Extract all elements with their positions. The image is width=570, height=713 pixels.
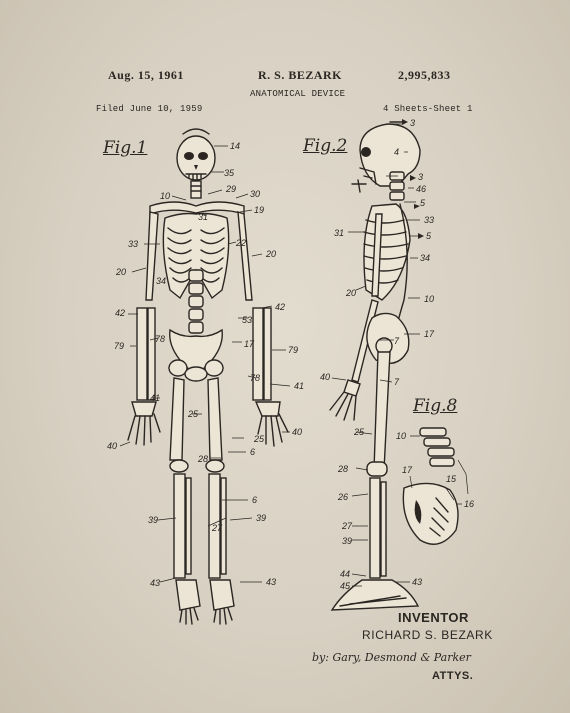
fig2-label-4: 4 bbox=[394, 147, 400, 157]
fig2-label-3: 3 bbox=[418, 172, 424, 182]
attys-label: ATTYS. bbox=[432, 670, 474, 682]
fig2-label-25: 25 bbox=[354, 427, 365, 437]
fig8-label-17: 17 bbox=[402, 465, 413, 475]
fig1-label-39-left: 39 bbox=[148, 515, 159, 525]
patent-number: 2,995,833 bbox=[398, 68, 451, 82]
fig8-label-16: 16 bbox=[464, 499, 475, 509]
fig2-label-26: 26 bbox=[338, 492, 349, 502]
fig1-label-78-left: 78 bbox=[155, 334, 166, 344]
fig8-detail bbox=[402, 427, 469, 545]
fig1-label-79-right: 79 bbox=[288, 345, 299, 355]
fig1-label-25-left: 25 bbox=[188, 409, 199, 419]
fig1-label-78-right: 78 bbox=[250, 373, 261, 383]
fig1-label-40-left: 40 bbox=[107, 441, 118, 451]
fig1-label-43-right: 43 bbox=[266, 577, 277, 587]
fig2-label-31: 31 bbox=[334, 228, 345, 238]
fig2-label-28: 28 bbox=[338, 464, 349, 474]
side-skeleton bbox=[329, 123, 421, 611]
figure-2-title: Fig.2 bbox=[303, 136, 348, 156]
fig2-label-5-lower: 5 bbox=[426, 231, 432, 241]
fig1-label-6-upper: 6 bbox=[250, 447, 256, 457]
fig1-label-10: 10 bbox=[160, 191, 171, 201]
fig1-label-79-left: 79 bbox=[114, 341, 125, 351]
fig2-label-34: 34 bbox=[420, 253, 431, 263]
fig8-label-10: 10 bbox=[396, 431, 407, 441]
fig2-label-3-top: 3 bbox=[410, 118, 416, 128]
fig2-label-45: 45 bbox=[340, 581, 351, 591]
fig1-label-20-left: 20 bbox=[116, 267, 127, 277]
fig1-label-34: 34 bbox=[156, 276, 167, 286]
fig1-label-35: 35 bbox=[224, 168, 235, 178]
figure-1-title: Fig.1 bbox=[103, 138, 148, 158]
fig1-label-42-right: 42 bbox=[275, 302, 286, 312]
fig1-label-31: 31 bbox=[198, 212, 209, 222]
attorney-signature: by: Gary, Desmond & Parker bbox=[312, 651, 471, 664]
fig2-label-27: 27 bbox=[342, 521, 353, 531]
fig1-label-43-left: 43 bbox=[150, 578, 161, 588]
fig1-label-20-right: 20 bbox=[266, 249, 277, 259]
fig2-label-33: 33 bbox=[424, 215, 435, 225]
fig1-label-17: 17 bbox=[244, 339, 255, 349]
fig1-label-14: 14 bbox=[230, 141, 241, 151]
fig1-label-30: 30 bbox=[250, 189, 261, 199]
inventor-short-name: R. S. BEZARK bbox=[258, 68, 343, 82]
fig1-label-28: 28 bbox=[198, 454, 209, 464]
front-skeleton bbox=[119, 128, 291, 625]
sheet-count: 4 Sheets-Sheet 1 bbox=[383, 104, 473, 114]
fig2-label-46: 46 bbox=[416, 184, 427, 194]
inventor-heading: INVENTOR bbox=[398, 610, 469, 625]
fig2-label-20: 20 bbox=[346, 288, 357, 298]
fig1-label-41-left: 41 bbox=[150, 393, 161, 403]
patent-title: ANATOMICAL DEVICE bbox=[250, 89, 346, 99]
fig1-label-22: 22 bbox=[236, 238, 247, 248]
patent-date: Aug. 15, 1961 bbox=[108, 68, 184, 82]
fig1-label-33: 33 bbox=[128, 239, 139, 249]
fig1-label-53: 53 bbox=[242, 315, 253, 325]
fig1-label-19: 19 bbox=[254, 205, 265, 215]
inventor-name: RICHARD S. BEZARK bbox=[362, 628, 493, 642]
fig2-label-17: 17 bbox=[424, 329, 435, 339]
fig8-label-15: 15 bbox=[446, 474, 457, 484]
fig2-label-39: 39 bbox=[342, 536, 353, 546]
fig2-label-5-upper: 5 bbox=[420, 198, 426, 208]
fig1-label-25-right: 25 bbox=[254, 434, 265, 444]
figure-8-title: Fig.8 bbox=[413, 396, 458, 416]
fig2-label-7-lower: 7 bbox=[394, 377, 400, 387]
fig1-label-29: 29 bbox=[226, 184, 237, 194]
fig1-label-6-lower: 6 bbox=[252, 495, 258, 505]
fig1-label-40-right: 40 bbox=[292, 427, 303, 437]
fig2-label-40: 40 bbox=[320, 372, 331, 382]
fig1-label-39-right: 39 bbox=[256, 513, 267, 523]
fig2-label-10: 10 bbox=[424, 294, 435, 304]
fig1-label-42-left: 42 bbox=[115, 308, 126, 318]
filed-date: Filed June 10, 1959 bbox=[96, 104, 203, 114]
fig2-label-7-upper: 7 bbox=[394, 336, 400, 346]
fig2-label-44: 44 bbox=[340, 569, 351, 579]
fig2-label-43: 43 bbox=[412, 577, 423, 587]
fig1-label-27: 27 bbox=[212, 523, 223, 533]
fig1-label-41-right: 41 bbox=[294, 381, 305, 391]
